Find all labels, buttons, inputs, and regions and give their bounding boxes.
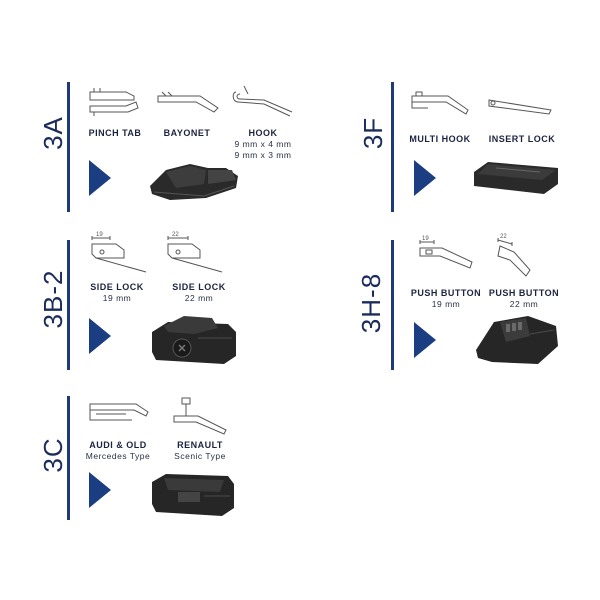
divider-line bbox=[67, 82, 70, 212]
arrow-icon bbox=[89, 472, 111, 508]
adapter-3h-8-image bbox=[476, 316, 558, 364]
adapter-title: MULTI HOOK bbox=[409, 134, 471, 144]
adapter-title: INSERT LOCK bbox=[488, 134, 556, 144]
group-code: 3C bbox=[38, 437, 68, 473]
renault-icon bbox=[173, 397, 227, 435]
adapter-label: PUSH BUTTON 22 mm bbox=[484, 288, 564, 310]
adapter-label: PUSH BUTTON 19 mm bbox=[406, 288, 486, 310]
adapter-label: SIDE LOCK 19 mm bbox=[82, 282, 152, 304]
adapter-label: INSERT LOCK bbox=[482, 134, 562, 145]
dimension-label: 19 bbox=[96, 232, 103, 238]
audi-old-icon bbox=[89, 403, 149, 421]
adapter-label: HOOK 9 mm x 4 mm 9 mm x 3 mm bbox=[228, 128, 298, 161]
arrow-icon bbox=[89, 318, 111, 354]
group-code: 3B-2 bbox=[38, 269, 68, 329]
adapter-title: AUDI & OLD bbox=[89, 440, 147, 450]
adapter-title: PINCH TAB bbox=[88, 128, 142, 138]
adapter-size: 22 mm bbox=[184, 293, 214, 303]
adapter-size: 9 mm x 3 mm bbox=[234, 150, 292, 160]
adapter-subtitle: Mercedes Type bbox=[85, 451, 151, 461]
arrow-icon bbox=[414, 322, 436, 358]
push-button-icon: 19 bbox=[419, 236, 473, 269]
divider-line bbox=[391, 82, 394, 212]
adapter-label: BAYONET bbox=[152, 128, 222, 139]
dimension-label: 22 bbox=[172, 232, 179, 238]
divider-line bbox=[67, 396, 70, 520]
adapter-title: SIDE LOCK bbox=[172, 282, 226, 292]
adapter-3b-2-image bbox=[152, 316, 236, 364]
group-code: 3F bbox=[358, 116, 388, 150]
side-lock-icon: 19 bbox=[91, 232, 147, 273]
adapter-size: 19 mm bbox=[102, 293, 132, 303]
side-lock-icon: 22 bbox=[167, 232, 223, 273]
insert-lock-icon bbox=[488, 99, 552, 115]
adapter-label: MULTI HOOK bbox=[404, 134, 476, 145]
adapter-label: RENAULT Scenic Type bbox=[164, 440, 236, 462]
adapter-title: PUSH BUTTON bbox=[410, 288, 482, 298]
adapter-label: AUDI & OLD Mercedes Type bbox=[80, 440, 156, 462]
adapter-label: SIDE LOCK 22 mm bbox=[164, 282, 234, 304]
pinch-tab-icon bbox=[89, 88, 139, 116]
adapter-title: RENAULT bbox=[177, 440, 223, 450]
adapter-title: PUSH BUTTON bbox=[488, 288, 560, 298]
group-code: 3H-8 bbox=[356, 272, 386, 334]
adapter-title: BAYONET bbox=[163, 128, 211, 138]
group-code: 3A bbox=[38, 116, 68, 150]
adapter-label: PINCH TAB bbox=[80, 128, 150, 139]
dimension-label: 19 bbox=[422, 236, 429, 242]
push-button-icon: 22 bbox=[497, 234, 531, 277]
hook-icon bbox=[232, 85, 293, 117]
multi-hook-icon bbox=[411, 91, 469, 115]
divider-line bbox=[67, 240, 70, 370]
adapter-size: 19 mm bbox=[431, 299, 461, 309]
adapter-size: 9 mm x 4 mm bbox=[234, 139, 292, 149]
arrow-icon bbox=[89, 160, 111, 196]
adapter-title: SIDE LOCK bbox=[90, 282, 144, 292]
arrow-icon bbox=[414, 160, 436, 196]
adapter-3f-image bbox=[474, 162, 558, 194]
adapter-subtitle: Scenic Type bbox=[174, 451, 226, 461]
adapter-size: 22 mm bbox=[509, 299, 539, 309]
dimension-label: 22 bbox=[500, 234, 507, 240]
adapter-title: HOOK bbox=[248, 128, 278, 138]
bayonet-icon bbox=[157, 91, 219, 113]
adapter-3c-image bbox=[152, 474, 234, 516]
adapter-3a-image bbox=[150, 164, 238, 200]
divider-line bbox=[391, 240, 394, 370]
